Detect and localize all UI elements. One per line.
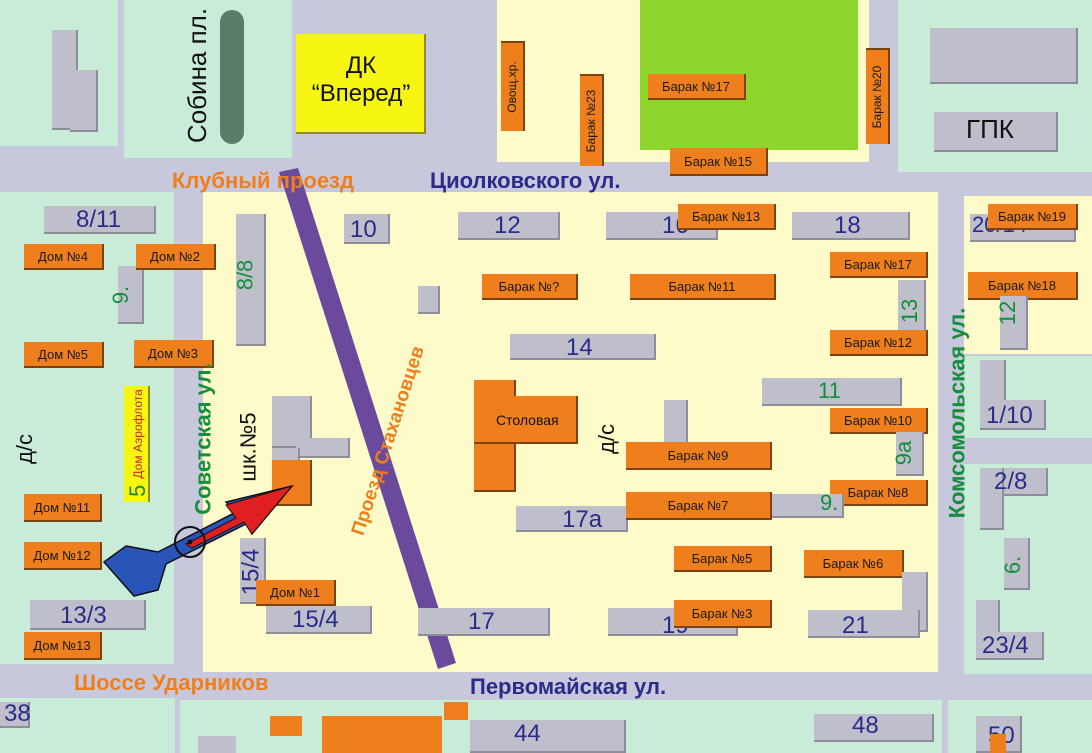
barak-8: Барак №8: [830, 480, 928, 506]
house-number-1-10: 1/10: [986, 402, 1033, 429]
dom-5: Дом №5: [24, 342, 104, 368]
building-12-right: [1000, 296, 1028, 350]
building-9-right: [764, 494, 844, 518]
house-number-2-8: 2/8: [994, 468, 1028, 495]
street-udarnikov: Шоссе Ударников: [74, 670, 269, 695]
building-17a: [516, 506, 628, 532]
building-1-10: [980, 400, 1046, 430]
gpk-label: ГПК: [966, 114, 1014, 144]
house-number-8-11: 8/11: [76, 206, 121, 233]
barak-10: Барак №10: [830, 408, 928, 434]
dk-line2: “Вперед”: [311, 80, 411, 107]
bus-stop-icon: [174, 526, 206, 558]
barak-12: Барак №12: [830, 330, 928, 356]
building-dom-aeroflota: [124, 386, 150, 502]
building-9a: [896, 432, 924, 476]
building-14: [510, 334, 656, 360]
building-8-8: [236, 214, 266, 346]
small-orange-bottom-4: [990, 734, 1006, 753]
barak-9: Барак №9: [626, 442, 772, 470]
building-8-11: [44, 206, 156, 234]
house-number-11: 11: [818, 378, 841, 403]
house-number-17a: 17a: [562, 506, 603, 533]
barak-6: Барак №6: [804, 550, 904, 578]
barak-11: Барак №11: [630, 274, 776, 300]
house-number-21: 21: [842, 612, 869, 639]
dom-1: Дом №1: [256, 580, 336, 606]
building-44: [470, 720, 626, 753]
building-6: [1004, 538, 1030, 590]
house-number-38: 38: [4, 700, 31, 727]
house-number-18: 18: [834, 212, 861, 239]
barak-17-top: Барак №17: [648, 74, 746, 100]
dom-12: Дом №12: [24, 542, 102, 570]
barak-13: Барак №13: [678, 204, 776, 230]
small-orange-bottom-2: [444, 702, 468, 720]
building-13-3: [30, 600, 146, 630]
dom-2: Дом №2: [136, 244, 216, 270]
block-sobina-square: [124, 0, 292, 158]
stolovaya-label: Столовая: [496, 412, 559, 428]
building-10: [344, 214, 390, 244]
dom-4: Дом №4: [24, 244, 104, 270]
house-number-13-3: 13/3: [60, 602, 107, 629]
building-2-8-wing: [980, 468, 1004, 530]
building-11: [762, 378, 902, 406]
house-number-44: 44: [514, 720, 541, 747]
building-18: [792, 212, 910, 240]
building-top-left-2: [70, 70, 98, 132]
house-number-9-right: 9.: [820, 490, 839, 515]
house-number-23-4: 23/4: [982, 632, 1029, 659]
house-number-48: 48: [852, 712, 879, 739]
street-klubny: Клубный проезд: [172, 168, 354, 193]
barak-15: Барак №15: [670, 148, 768, 176]
small-orange-bottom-3: [322, 716, 442, 753]
building-9-left: [118, 266, 144, 324]
building-17: [418, 608, 550, 636]
street-pervomayskaya: Первомайская ул.: [470, 674, 667, 699]
building-15-4: [266, 606, 372, 634]
building-small-square: [418, 286, 440, 314]
building-dk: [296, 34, 426, 134]
building-gpk-upper: [930, 28, 1078, 84]
building-48: [814, 714, 934, 742]
fountain-pool: [220, 10, 244, 144]
barak-3: Барак №3: [674, 600, 772, 628]
building-21: [808, 610, 920, 638]
small-orange-bottom-1: [270, 716, 302, 736]
building-23-4: [976, 632, 1044, 660]
barak-19: Барак №19: [988, 204, 1078, 230]
dk-label: ДК “Вперед”: [296, 52, 426, 108]
building-12: [458, 212, 560, 240]
barak-unknown: Барак №?: [482, 274, 578, 300]
building-15-4-vertical: [240, 538, 266, 604]
dom-3: Дом №3: [134, 340, 214, 368]
small-grey-bottom: [198, 736, 236, 753]
building-school-5-b: [296, 438, 350, 458]
dom-13: Дом №13: [24, 632, 102, 660]
barak-7: Барак №7: [626, 492, 772, 520]
house-number-14: 14: [566, 334, 593, 361]
building-38: [0, 702, 30, 728]
street-tsiolkovskogo: Циолковского ул.: [430, 168, 621, 193]
stolovaya-wing: [474, 396, 578, 444]
building-gpk: [934, 112, 1058, 152]
house-number-17: 17: [468, 608, 495, 635]
dom-11: Дом №11: [24, 494, 102, 522]
house-number-12: 12: [494, 212, 521, 239]
dk-line1: ДК: [345, 52, 377, 79]
barak-5: Барак №5: [674, 546, 772, 572]
barak-17-right: Барак №17: [830, 252, 928, 278]
house-number-15-4: 15/4: [292, 606, 339, 633]
house-number-10: 10: [350, 216, 377, 243]
